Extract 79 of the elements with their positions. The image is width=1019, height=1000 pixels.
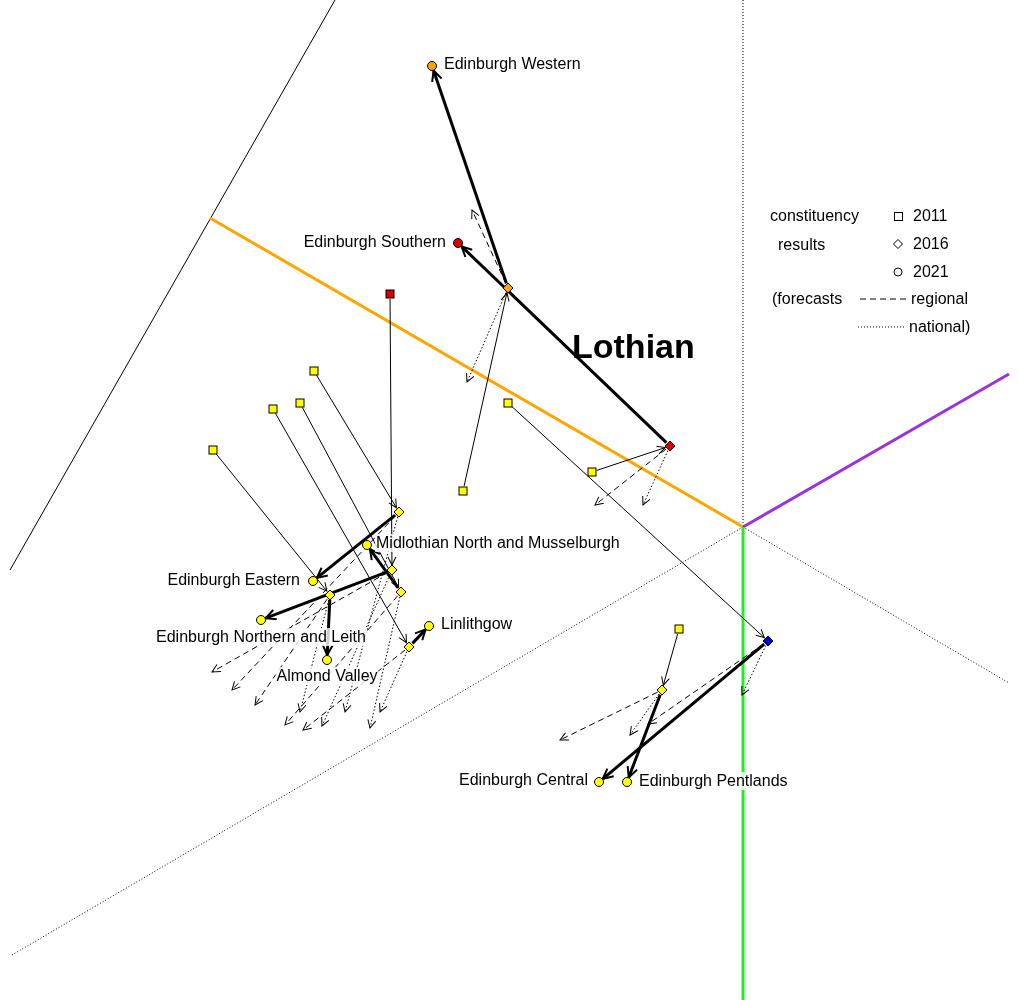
region-title: Lothian	[572, 326, 695, 366]
arrow	[211, 571, 389, 673]
legend-heading: results	[778, 236, 826, 254]
arrow	[601, 643, 766, 780]
arrow	[367, 596, 401, 729]
legend-heading: (forecasts	[772, 290, 843, 308]
constituency-label: Edinburgh Southern	[302, 233, 447, 251]
constituency-label: Edinburgh Eastern	[166, 571, 301, 589]
arrow	[301, 406, 400, 589]
constituency-label: Edinburgh Western	[443, 55, 582, 73]
result-square	[587, 467, 597, 477]
result-square	[674, 624, 684, 634]
arrow	[471, 209, 507, 284]
arrow	[559, 691, 658, 741]
arrow	[626, 694, 662, 779]
arrow	[460, 245, 668, 444]
result-diamond	[394, 507, 404, 517]
result-square	[385, 289, 395, 299]
result-square	[458, 486, 468, 496]
arrow	[411, 628, 427, 645]
result-circle	[308, 576, 318, 586]
result-circle	[594, 777, 604, 787]
constituency-label: Almond Valley	[275, 667, 379, 685]
legend-label: regional	[911, 290, 968, 308]
result-circle	[362, 540, 372, 550]
arrow	[231, 515, 397, 691]
arrow	[342, 516, 399, 713]
legend-label: 2011	[913, 207, 948, 225]
arrow	[215, 453, 328, 592]
arrow	[431, 69, 508, 284]
arrow	[297, 599, 330, 713]
arrow	[511, 405, 765, 639]
result-square	[503, 398, 513, 408]
arrow	[275, 412, 407, 644]
result-square	[268, 404, 278, 414]
arrow	[368, 548, 400, 589]
result-diamond	[396, 587, 406, 597]
arrow	[596, 445, 666, 471]
arrow	[254, 598, 328, 706]
result-circle	[427, 61, 437, 71]
constituency-label: Edinburgh Northern and Leith	[155, 628, 367, 646]
arrow	[466, 292, 507, 383]
legend-label: national)	[909, 318, 971, 336]
result-diamond	[387, 565, 397, 575]
arrow	[642, 450, 669, 506]
arrow	[379, 651, 408, 713]
result-square	[309, 366, 319, 376]
constituency-label: Midlothian North and Musselburgh	[375, 534, 621, 552]
result-circle	[322, 655, 332, 665]
result-circle	[424, 621, 434, 631]
legend-heading: constituency	[770, 207, 859, 225]
result-diamond	[657, 685, 667, 695]
result-square	[208, 445, 218, 455]
arrow	[741, 645, 767, 696]
arrow	[629, 693, 660, 736]
arrow	[463, 292, 510, 487]
result-square	[295, 398, 305, 408]
arrow	[321, 574, 391, 727]
result-diamond	[325, 590, 335, 600]
arrow	[284, 595, 399, 726]
result-diamond	[404, 642, 414, 652]
arrow	[387, 298, 397, 566]
arrow	[594, 448, 667, 506]
constituency-label: Edinburgh Pentlands	[638, 772, 789, 790]
result-diamond	[665, 441, 675, 451]
arrow	[661, 633, 679, 686]
arrow	[302, 649, 406, 731]
result-diamond	[763, 636, 773, 646]
arrow	[316, 374, 397, 509]
arrow	[264, 570, 388, 621]
arrow	[315, 513, 397, 580]
legend-label: 2021	[913, 263, 949, 281]
result-circle	[256, 615, 266, 625]
result-circle	[453, 238, 463, 248]
result-diamond	[503, 283, 513, 293]
constituency-label: Linlithgow	[440, 615, 514, 633]
constituency-label: Edinburgh Central	[458, 771, 589, 789]
result-circle	[622, 777, 632, 787]
legend-label: 2016	[913, 235, 949, 253]
